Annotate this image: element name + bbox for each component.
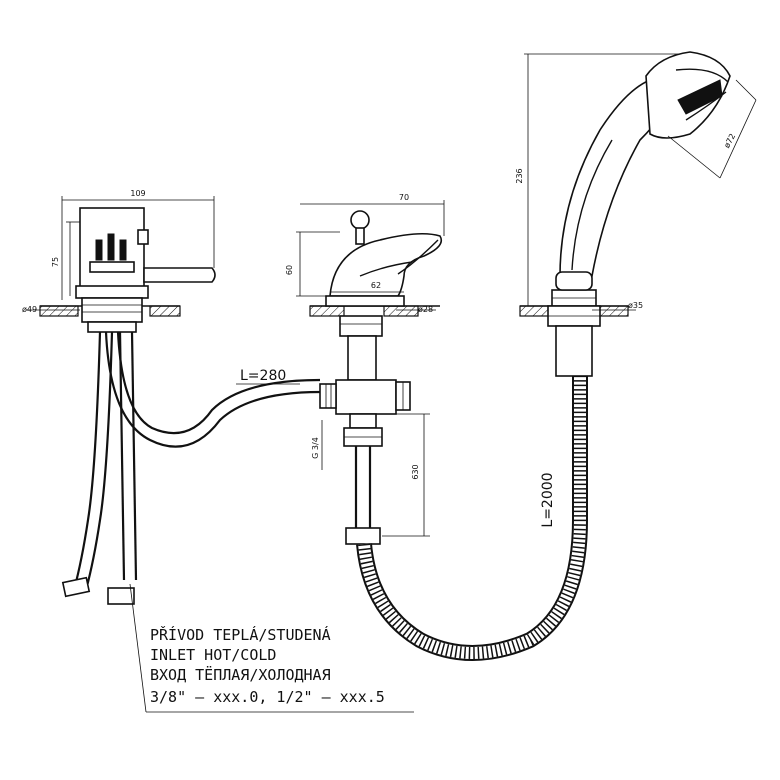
dim-shower-hole: ø35 <box>628 301 643 310</box>
note-line-2: INLET HOT/COLD <box>150 646 276 664</box>
dim-spout-width: 70 <box>399 193 409 202</box>
spout-shank <box>347 335 377 381</box>
mixer-nut <box>81 297 143 323</box>
inlet-note: PŘÍVOD TEPLÁ/STUDENÁ INLET HOT/COLD ВХОД… <box>129 583 414 713</box>
dim-spout-reach: 62 <box>371 281 381 290</box>
dim-body-length: 630 <box>411 464 420 479</box>
dim-thread: G 3/4 <box>311 437 320 459</box>
inlet-fitting-cold <box>107 587 135 605</box>
spout-unit: 70 60 62 ø28 630 G 3/4 <box>285 193 445 545</box>
deck-left-a <box>39 305 79 317</box>
deck-left-b <box>149 305 181 317</box>
note-line-4: 3/8" – xxx.0, 1/2" – xxx.5 <box>150 688 385 706</box>
dim-lever-height: 75 <box>51 257 60 267</box>
hose-connector <box>345 527 381 545</box>
mixer-lower-nut <box>87 321 137 333</box>
hand-shower-unit: 236 ø72 ø35 <box>515 51 757 377</box>
dim-shower-height: 236 <box>515 168 524 183</box>
spout-body <box>329 232 443 297</box>
note-line-3: ВХОД ТЁПЛАЯ/ХОЛОДНАЯ <box>150 665 331 684</box>
lever-handle <box>143 267 216 283</box>
dim-spout-hole: ø28 <box>418 305 433 314</box>
connection-hose: L=280 <box>104 331 321 448</box>
dim-shower-head: ø72 <box>722 132 737 150</box>
dim-lever-width: 109 <box>130 189 145 198</box>
diverter-body <box>335 379 397 415</box>
mixer-lever-unit: 109 75 ø49 <box>22 189 216 605</box>
label-shower-hose-length: L=2000 <box>540 472 556 527</box>
dim-spout-height: 60 <box>285 265 294 275</box>
dim-lever-hole: ø49 <box>22 305 37 314</box>
diverter-knob <box>350 210 370 230</box>
mixer-base <box>75 285 149 299</box>
inlet-fitting-hot <box>61 576 91 598</box>
shower-hose: L=2000 <box>356 376 588 661</box>
shower-holder-shank <box>555 325 593 377</box>
note-line-1: PŘÍVOD TEPLÁ/STUDENÁ <box>150 625 331 644</box>
label-connection-length: L=280 <box>240 368 286 384</box>
